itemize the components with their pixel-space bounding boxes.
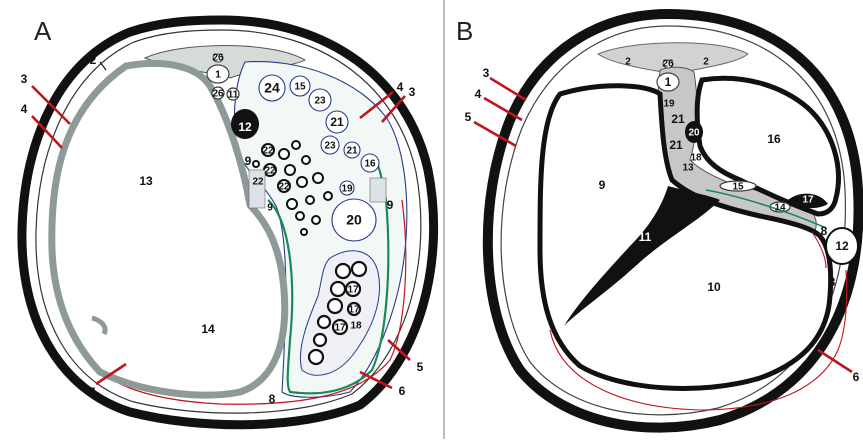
b-label-21-a: 21 xyxy=(671,112,685,126)
a-label-21-b: 21 xyxy=(346,146,358,157)
a-panel-letter: A xyxy=(34,16,52,46)
a-label-21-a: 21 xyxy=(330,115,344,129)
a-label-9-a: 9 xyxy=(245,154,252,168)
a-label-7: 7 xyxy=(89,385,96,399)
a-label-6: 6 xyxy=(399,384,406,398)
b-label-2-right: 2 xyxy=(703,57,709,68)
a-label-4-right: 4 xyxy=(397,80,404,94)
b-label-8-a: 8 xyxy=(821,224,828,238)
a-label-14: 14 xyxy=(201,322,215,336)
b-label-13: 13 xyxy=(682,163,694,174)
b-label-12: 12 xyxy=(835,239,849,253)
b-label-17: 17 xyxy=(802,195,814,206)
b-label-20: 20 xyxy=(688,128,700,139)
a-label-23-a: 23 xyxy=(314,96,326,107)
b-label-10: 10 xyxy=(707,280,721,294)
panel-a: A 2 3 4 4 3 5 6 7 8 9 9 9 1 26 26 11 12 … xyxy=(21,16,434,425)
b-panel-letter: B xyxy=(456,16,473,46)
b-label-11: 11 xyxy=(639,230,652,244)
a-label-24: 24 xyxy=(264,80,280,96)
b-label-21-b: 21 xyxy=(669,138,683,152)
a-label-18: 18 xyxy=(350,321,362,332)
a-label-15: 15 xyxy=(294,82,306,93)
a-label-22-a: 22 xyxy=(262,146,274,157)
a-label-19: 19 xyxy=(341,184,353,195)
a-label-1: 1 xyxy=(215,70,221,81)
panel-b: B 3 4 5 6 2 2 26 1 19 21 21 20 18 13 16 … xyxy=(456,14,860,428)
a-label-3-right: 3 xyxy=(409,85,416,99)
b-label-2-left: 2 xyxy=(625,57,631,68)
a-label-22-d: 22 xyxy=(252,177,264,188)
a-label-2: 2 xyxy=(90,53,97,67)
a-patch-9-right xyxy=(370,178,386,202)
b-lead-6 xyxy=(818,350,852,372)
a-label-17-c: 17 xyxy=(334,323,346,334)
b-label-26: 26 xyxy=(662,59,674,70)
a-label-9-c: 9 xyxy=(387,198,394,212)
a-label-4-left: 4 xyxy=(21,102,28,116)
a-label-23-b: 23 xyxy=(324,141,336,152)
b-label-1: 1 xyxy=(665,75,672,89)
b-label-16: 16 xyxy=(767,132,781,146)
a-label-17-b: 17 xyxy=(348,305,360,316)
b-label-4: 4 xyxy=(475,87,482,101)
a-label-11: 11 xyxy=(228,90,239,101)
a-label-3-left: 3 xyxy=(21,72,28,86)
a-label-13: 13 xyxy=(139,174,153,188)
b-label-14: 14 xyxy=(774,203,786,214)
b-label-6: 6 xyxy=(853,370,860,384)
a-label-12: 12 xyxy=(238,120,252,134)
a-label-22-b: 22 xyxy=(264,166,276,177)
b-label-15: 15 xyxy=(732,182,744,193)
b-label-3: 3 xyxy=(483,66,490,80)
a-label-26-a: 26 xyxy=(212,53,224,64)
a-label-22-c: 22 xyxy=(278,182,290,193)
a-label-20: 20 xyxy=(346,212,362,228)
a-label-9-b: 9 xyxy=(267,203,273,214)
a-label-8: 8 xyxy=(269,392,276,406)
a-label-17-a: 17 xyxy=(347,285,359,296)
a-label-16: 16 xyxy=(364,159,376,170)
b-label-19: 19 xyxy=(663,99,675,110)
b-label-8-b: 8 xyxy=(829,275,836,289)
b-label-9: 9 xyxy=(599,178,606,192)
b-label-5: 5 xyxy=(465,110,472,124)
a-label-26-b: 26 xyxy=(212,89,224,100)
a-label-5: 5 xyxy=(417,360,424,374)
